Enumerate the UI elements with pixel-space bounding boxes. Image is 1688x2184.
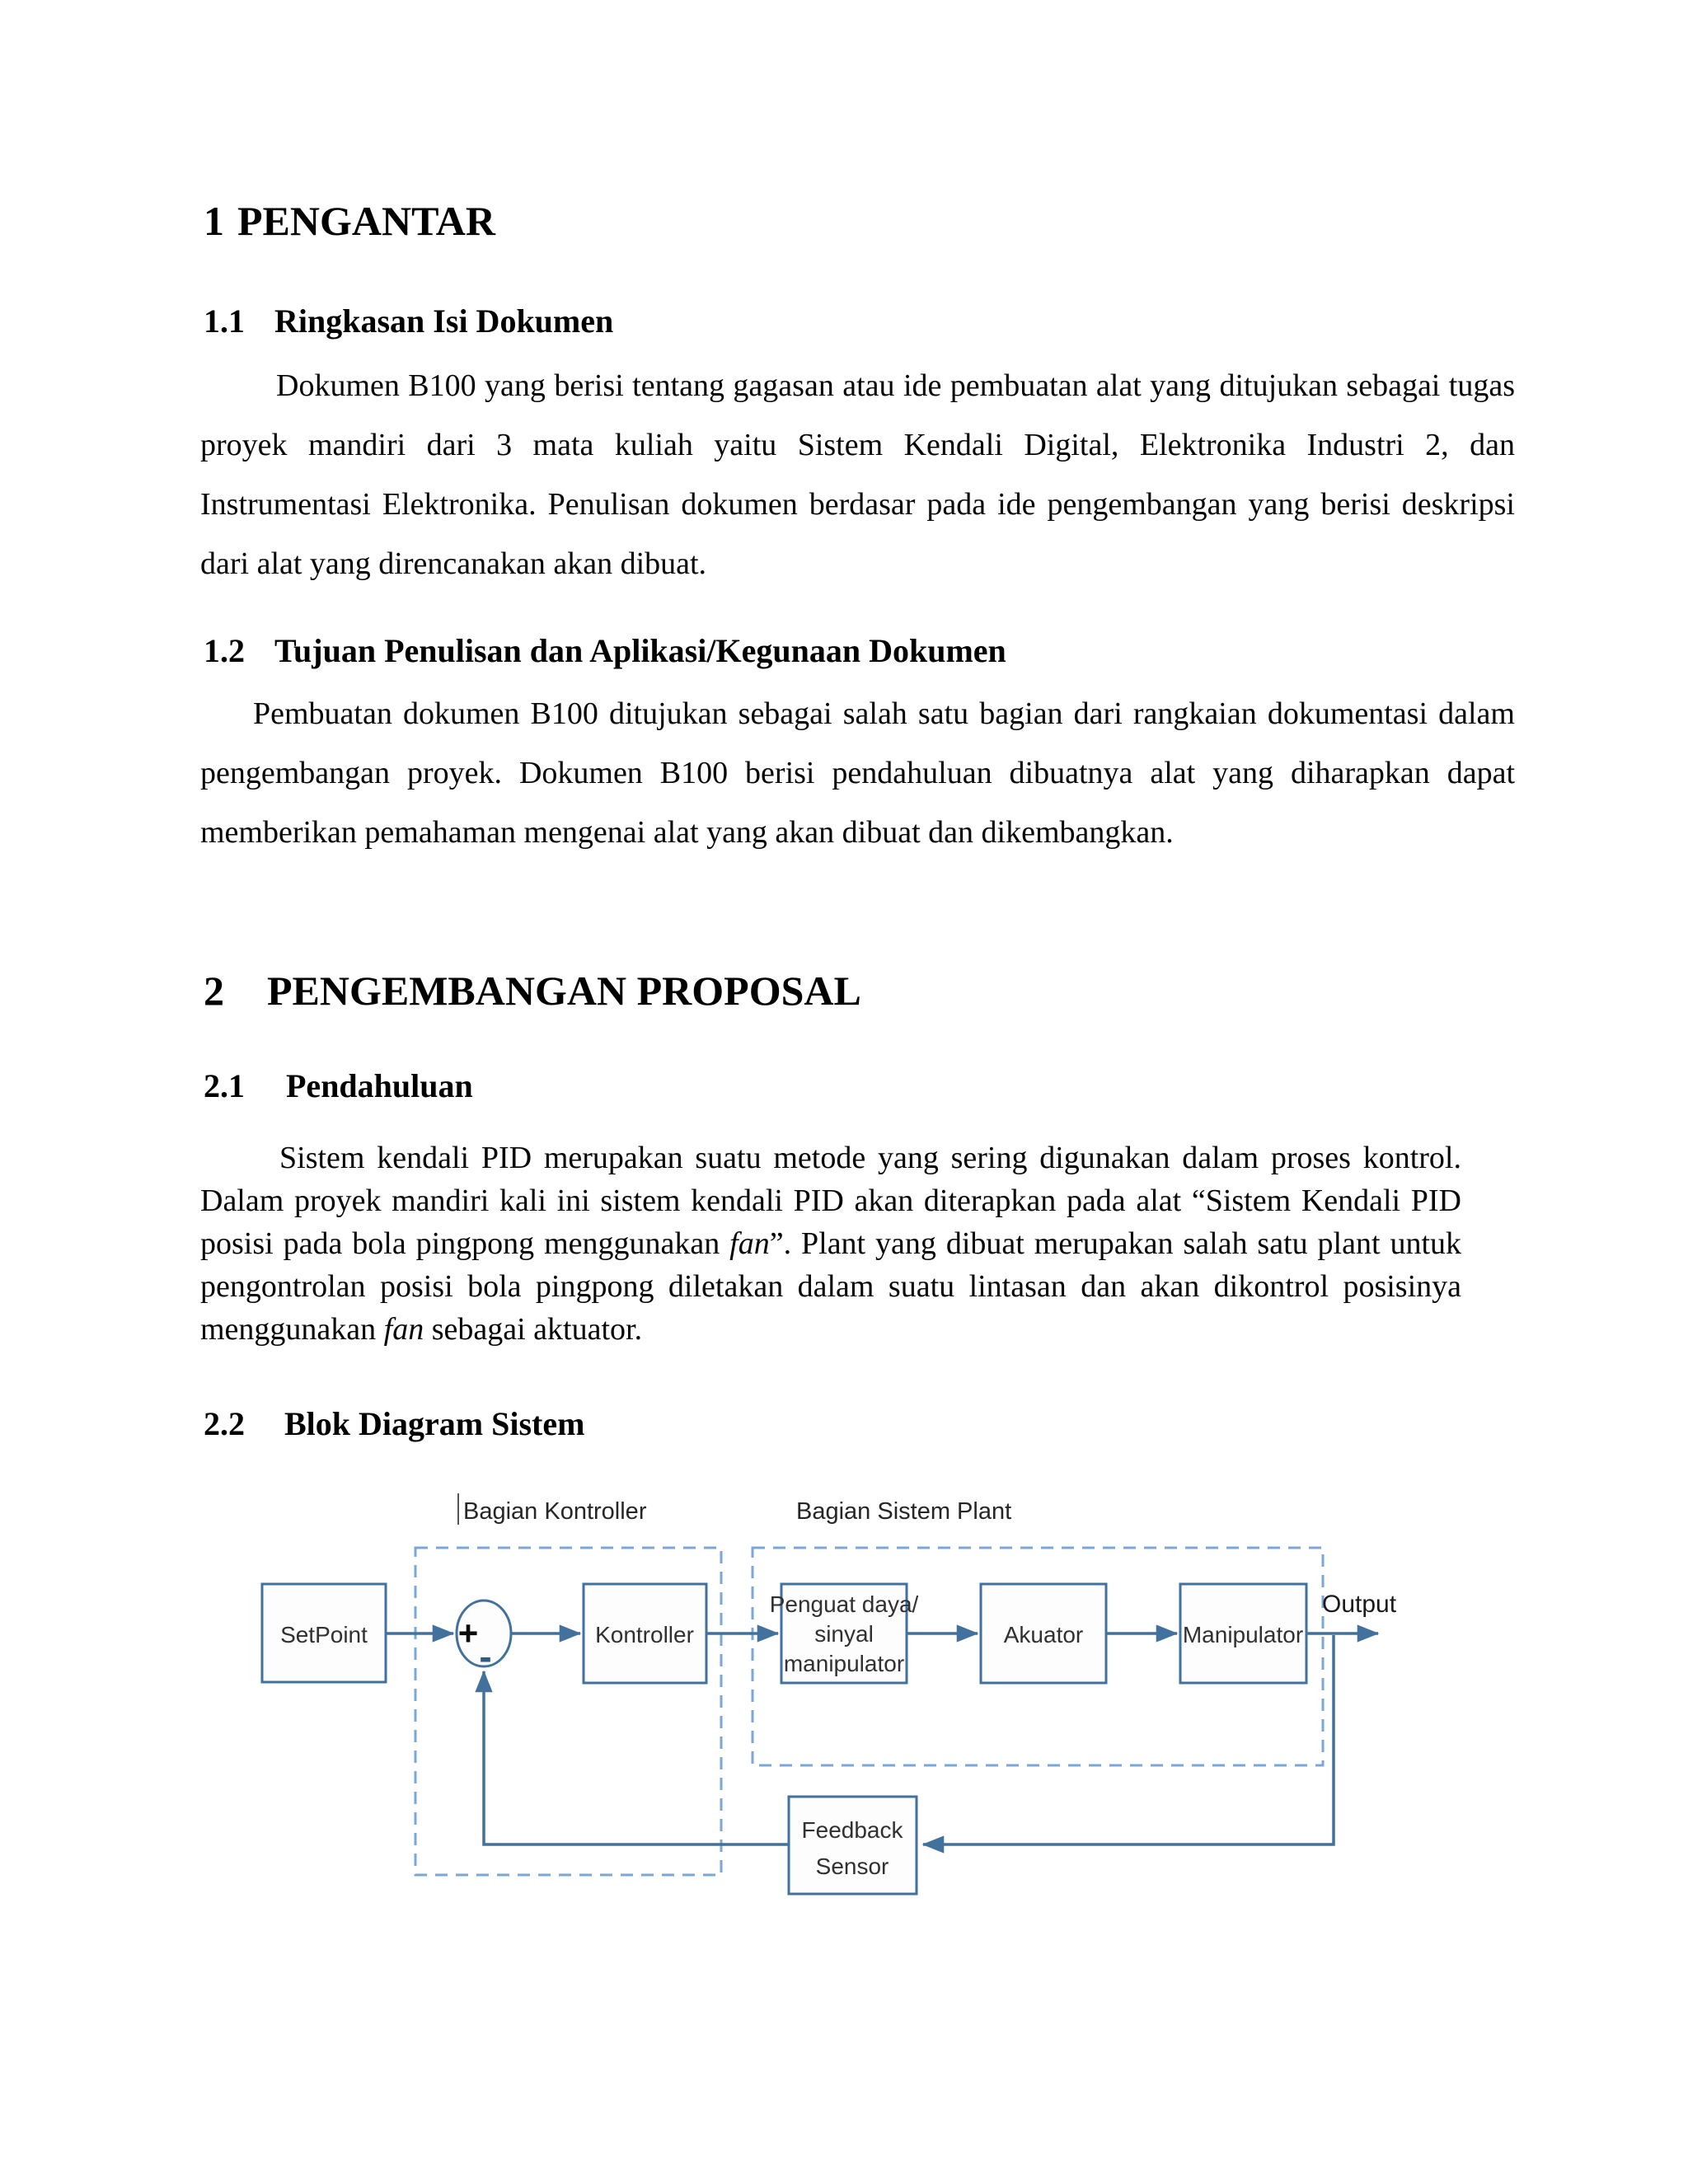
plant-section-dashed-box (751, 1546, 1325, 1767)
heading-number: 2 (204, 968, 224, 1014)
paragraph-text: Sistem kendali PID merupakan suatu metod… (200, 1141, 1461, 1261)
heading-title: Blok Diagram Sistem (284, 1405, 585, 1442)
italic-term-fan: fan (383, 1312, 424, 1347)
penguat-daya-label-line1: Penguat daya/ (770, 1591, 919, 1617)
heading-1-pengantar: 1 PENGANTAR (204, 200, 495, 241)
penguat-daya-label-line2: sinyal (814, 1621, 874, 1647)
plant-section-label: Bagian Sistem Plant (796, 1498, 1011, 1525)
heading-title: PENGEMBANGAN PROPOSAL (267, 968, 861, 1014)
output-label: Output (1322, 1591, 1397, 1618)
akuator-box (979, 1582, 1108, 1685)
feedback-line-sensor-to-sum (475, 1670, 789, 1846)
heading-number: 2.1 (204, 1067, 245, 1104)
controller-section-label: Bagian Kontroller (463, 1498, 647, 1525)
kontroller-label: Kontroller (595, 1622, 694, 1647)
manipulator-box (1179, 1582, 1308, 1685)
feedback-line-output-to-sensor (921, 1635, 1335, 1854)
controller-section-dashed-box (414, 1546, 723, 1877)
akuator-label: Akuator (1004, 1622, 1084, 1647)
paragraph-text: sebagai aktuator. (424, 1312, 643, 1347)
heading-title: Pendahuluan (286, 1067, 473, 1104)
heading-2-1-pendahuluan: 2.1 Pendahuluan (204, 1070, 473, 1103)
heading-number: 1.2 (204, 632, 245, 669)
penguat-daya-label-line3: manipulator (784, 1651, 904, 1676)
heading-1-2-tujuan: 1.2 Tujuan Penulisan dan Aplikasi/Kegunaa… (204, 635, 1006, 668)
manipulator-label: Manipulator (1183, 1622, 1303, 1647)
paragraph-ringkasan-isi-dokumen: Dokumen B100 yang berisi tentang gagasan… (200, 368, 1515, 581)
heading-1-1-ringkasan: 1.1 Ringkasan Isi Dokumen (204, 305, 613, 338)
sum-plus-sign: + (458, 1614, 479, 1652)
heading-number: 1 (204, 198, 224, 244)
feedback-sensor-box (787, 1795, 918, 1896)
paragraph-tujuan-penulisan: Pembuatan dokumen B100 ditujukan sebagai… (200, 696, 1515, 850)
penguat-daya-box (780, 1582, 908, 1685)
heading-title: Tujuan Penulisan dan Aplikasi/Kegunaan D… (274, 632, 1006, 669)
heading-2-2-blok-diagram: 2.2 Blok Diagram Sistem (204, 1408, 584, 1441)
setpoint-label: SetPoint (280, 1622, 368, 1647)
heading-title: PENGANTAR (237, 198, 495, 244)
heading-number: 1.1 (204, 302, 245, 340)
heading-title: Ringkasan Isi Dokumen (274, 302, 614, 340)
feedback-sensor-label-line1: Feedback (802, 1817, 904, 1843)
heading-2-pengembangan-proposal: 2 PENGEMBANGAN PROPOSAL (204, 970, 861, 1011)
paragraph-text: ”. Plant yang dibuat merupakan salah sat… (200, 1226, 1462, 1347)
paragraph-pendahuluan: Sistem kendali PID merupakan suatu metod… (200, 1137, 1461, 1351)
italic-term-fan: fan (729, 1226, 770, 1261)
heading-number: 2.2 (204, 1405, 245, 1442)
setpoint-box (260, 1582, 387, 1684)
feedback-sensor-label-line2: Sensor (816, 1854, 889, 1879)
sum-minus-sign: - (479, 1635, 491, 1678)
kontroller-box (582, 1582, 708, 1685)
